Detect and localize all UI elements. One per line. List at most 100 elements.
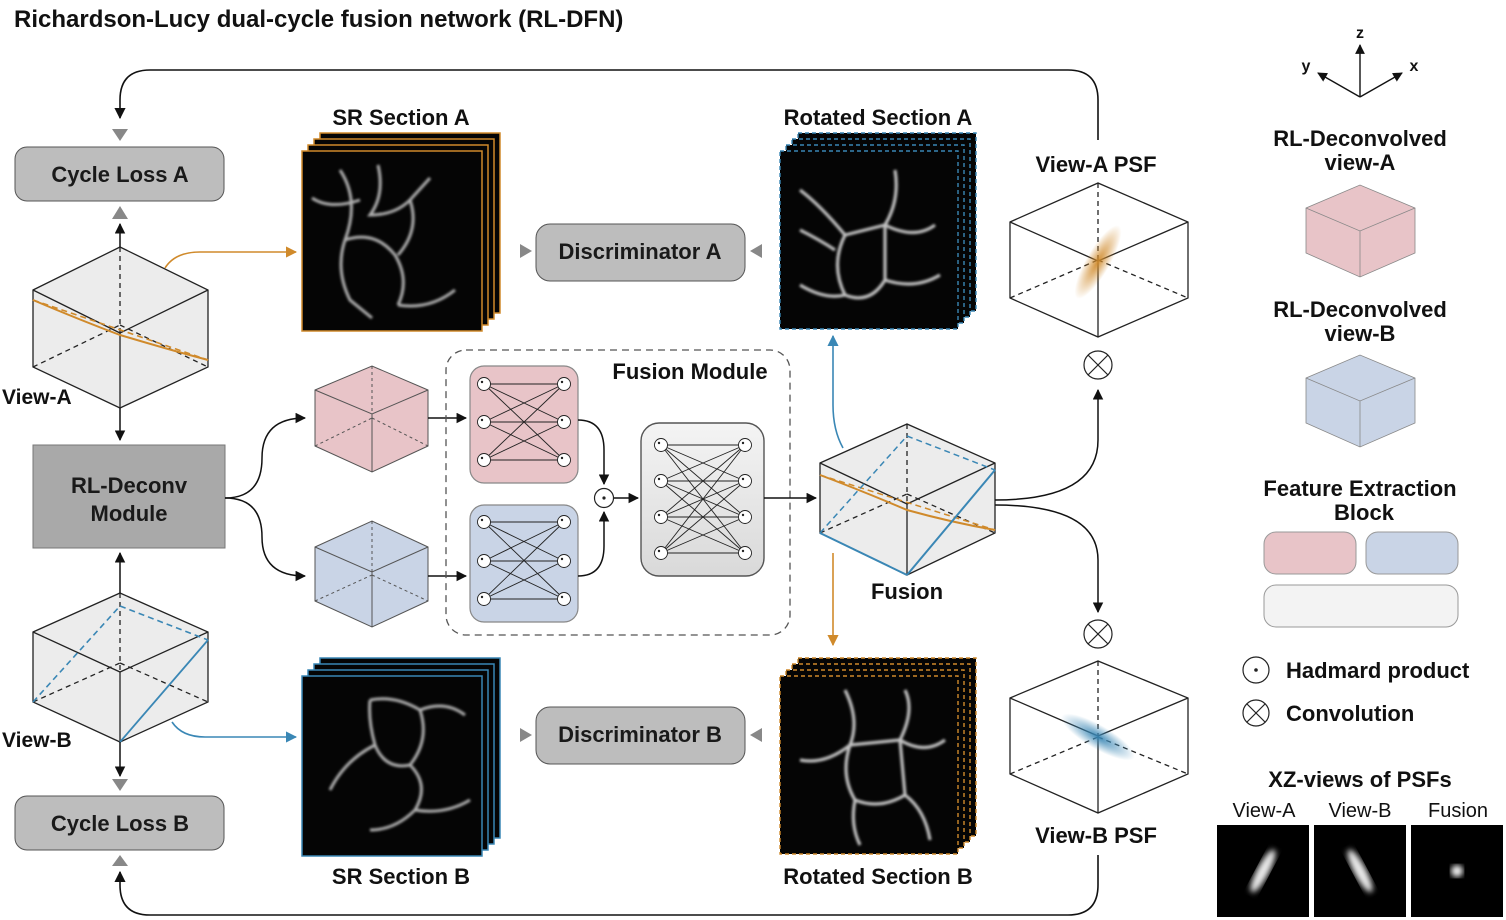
hadamard-product-icon [593, 487, 615, 509]
legend-convolution-icon [1242, 699, 1270, 727]
rotated-section-a-stack [779, 132, 977, 330]
view-a-label: View-A [2, 386, 72, 409]
network-node [654, 474, 668, 488]
legend-block-pink [1263, 531, 1357, 575]
rl-to-feature-arrows [224, 412, 307, 582]
disc-a-right-triangle [750, 244, 762, 258]
network-node [557, 515, 571, 529]
network-node [477, 377, 491, 391]
network-node [477, 515, 491, 529]
fusion-module-frame [445, 349, 791, 636]
rl-view-a-cube [314, 365, 429, 473]
disc-b-right-triangle [750, 728, 762, 742]
sr-section-a-label: SR Section A [332, 105, 469, 130]
network-node [557, 453, 571, 467]
sr-section-a-stack [301, 132, 501, 332]
network-node [477, 554, 491, 568]
xz-views-title: XZ-views of PSFs [1268, 767, 1451, 792]
sr-section-b-label: SR Section B [332, 864, 470, 889]
cube-to-block-arrows [428, 412, 468, 582]
legend-feature-block-line1: Feature Extraction [1263, 476, 1456, 501]
view-b-cube [32, 592, 209, 743]
sr-section-b-stack [301, 657, 501, 857]
legend-block-fusion [1263, 584, 1459, 628]
disc-a-left-triangle [520, 244, 532, 258]
legend-rl-view-a-line1: RL-Deconvolved [1273, 126, 1447, 151]
page-title: Richardson-Lucy dual-cycle fusion networ… [14, 6, 623, 33]
view-b-psf-label: View-B PSF [1035, 823, 1157, 848]
hadamard-merge-lines [577, 419, 818, 577]
fusion-module-label: Fusion Module [612, 359, 767, 384]
network-node [477, 415, 491, 429]
legend-pink-cube [1305, 184, 1416, 278]
rotated-section-b-label: Rotated Section B [783, 864, 972, 889]
legend-convolution-label: Convolution [1286, 701, 1414, 726]
xz-fusion-psf-image [1411, 825, 1503, 917]
network-node [477, 453, 491, 467]
feature-block-blue [469, 504, 579, 623]
feedback-loop-a [114, 69, 1099, 140]
xz-view-a-psf-image [1217, 825, 1309, 917]
fusion-to-rotated-arrows [827, 334, 844, 647]
convolution-icon-b [1083, 619, 1113, 649]
discriminator-a: Discriminator A [535, 223, 746, 282]
cycle-loss-a-box: Cycle Loss A [14, 146, 225, 202]
disc-b-left-triangle [520, 728, 532, 742]
view-a-psf-cube [1009, 182, 1189, 338]
cycle-loss-b-box: Cycle Loss B [14, 795, 225, 851]
cycle-loss-a-label: Cycle Loss A [51, 162, 188, 187]
axis-x-label: x [1410, 58, 1419, 75]
xz-fusion-label: Fusion [1428, 800, 1488, 822]
network-node [557, 554, 571, 568]
network-node [477, 592, 491, 606]
network-node [557, 377, 571, 391]
triangle-marker-b-top [112, 779, 128, 791]
network-node [738, 510, 752, 524]
fusion-label: Fusion [871, 579, 943, 604]
legend-blue-cube [1305, 354, 1416, 448]
triangle-marker-b-bottom [112, 855, 128, 866]
network-node [654, 510, 668, 524]
legend-hadamard-icon [1242, 656, 1270, 684]
axis-z-label: z [1356, 25, 1364, 42]
feature-block-fusion [640, 422, 765, 577]
fusion-to-psf-arrows [994, 388, 1104, 614]
network-node [654, 438, 668, 452]
convolution-icon-a [1083, 350, 1113, 380]
view-b-label: View-B [2, 729, 72, 752]
network-node [738, 438, 752, 452]
rl-view-b-cube [314, 520, 429, 628]
network-node [654, 546, 668, 560]
axis-indicator [1317, 44, 1403, 98]
network-node [557, 592, 571, 606]
rotated-section-b-stack [779, 657, 977, 855]
cycle-loss-b-label: Cycle Loss B [51, 811, 189, 836]
rotated-section-a-label: Rotated Section A [784, 105, 973, 130]
triangle-marker-a-top [112, 129, 128, 141]
legend-block-blue [1365, 531, 1459, 575]
network-node [557, 415, 571, 429]
view-a-cube [32, 246, 209, 409]
discriminator-a-label: Discriminator A [558, 239, 721, 264]
rl-deconv-label-line1: RL-Deconv [71, 473, 188, 498]
legend-rl-view-b-line1: RL-Deconvolved [1273, 297, 1447, 322]
legend-rl-view-b-line2: view-B [1325, 321, 1396, 346]
feature-block-pink [469, 365, 579, 484]
fusion-cube [819, 423, 996, 576]
network-node [738, 474, 752, 488]
discriminator-b-label: Discriminator B [558, 722, 722, 747]
xz-view-a-label: View-A [1233, 800, 1297, 822]
feedback-loop-b [114, 855, 1099, 916]
rl-deconv-module: RL-Deconv Module [32, 444, 226, 549]
view-b-psf-cube [1009, 660, 1189, 814]
triangle-marker-a-bottom [112, 206, 128, 219]
network-node [738, 546, 752, 560]
view-a-psf-label: View-A PSF [1035, 152, 1156, 177]
xz-view-b-label: View-B [1329, 800, 1392, 822]
view-to-sr-arrows [164, 246, 298, 743]
legend-hadamard-label: Hadmard product [1286, 658, 1470, 683]
legend-rl-view-a-line2: view-A [1325, 150, 1396, 175]
rl-deconv-label-line2: Module [91, 501, 168, 526]
legend-feature-block-line2: Block [1334, 500, 1395, 525]
